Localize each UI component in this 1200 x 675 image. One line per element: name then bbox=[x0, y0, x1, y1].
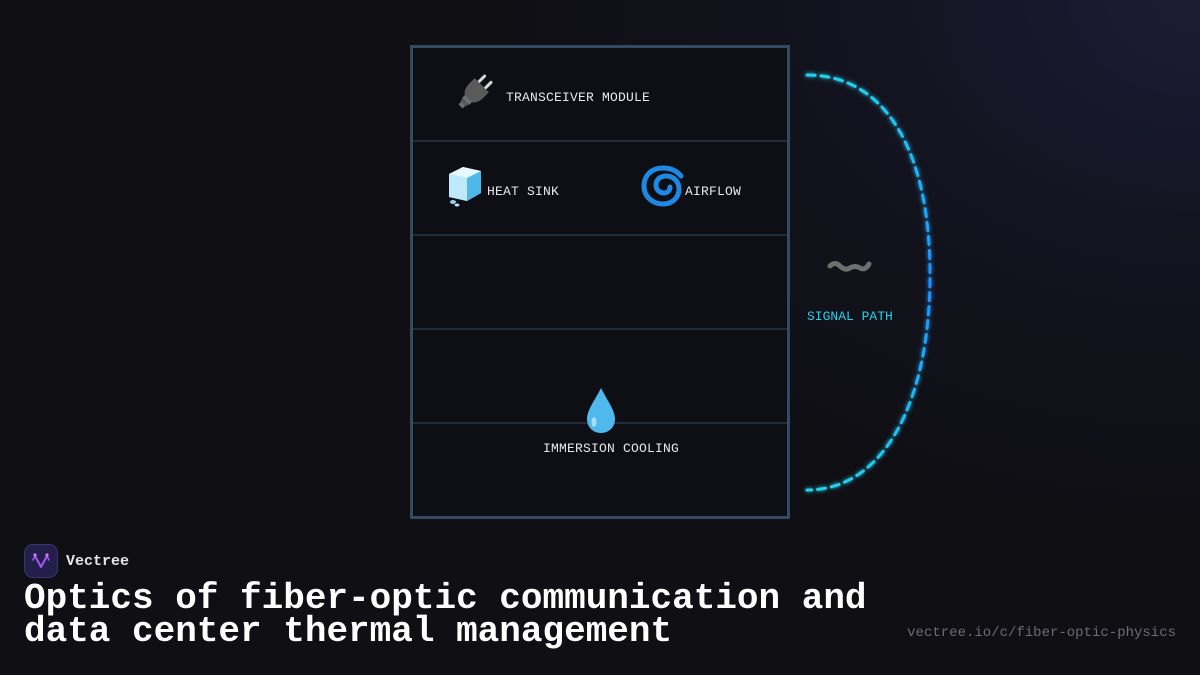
zone-divider bbox=[413, 234, 787, 236]
title-line-2: data center thermal management bbox=[24, 611, 673, 652]
zone-divider bbox=[413, 328, 787, 330]
page-title: Optics of fiber-optic communication and … bbox=[24, 581, 867, 650]
zone-divider bbox=[413, 140, 787, 142]
brand-name: Vectree bbox=[66, 552, 130, 570]
signal-path-arc bbox=[805, 73, 932, 492]
zone-label-heat-sink: HEAT SINK bbox=[487, 184, 560, 199]
zone-label-immersion-cooling: IMMERSION COOLING bbox=[543, 441, 680, 456]
plug-icon bbox=[458, 74, 493, 109]
brand: Vectree bbox=[24, 544, 129, 578]
source-url: vectree.io/c/fiber-optic-physics bbox=[907, 625, 1176, 641]
zone-label-airflow: AIRFLOW bbox=[685, 184, 742, 199]
brand-logo-icon bbox=[24, 544, 58, 578]
signal-path-label: SIGNAL PATH bbox=[807, 309, 893, 324]
cyclone-icon bbox=[641, 165, 684, 207]
rack-frame: TRANSCEIVER MODULE HEAT SINK AIRFLOW IMM… bbox=[410, 45, 790, 519]
wavy-dash-icon bbox=[827, 261, 872, 272]
ice-cube-icon bbox=[449, 167, 481, 207]
zone-label-transceiver: TRANSCEIVER MODULE bbox=[506, 90, 651, 105]
title-line-1: Optics of fiber-optic communication and bbox=[24, 578, 867, 619]
droplet-icon bbox=[587, 388, 615, 433]
